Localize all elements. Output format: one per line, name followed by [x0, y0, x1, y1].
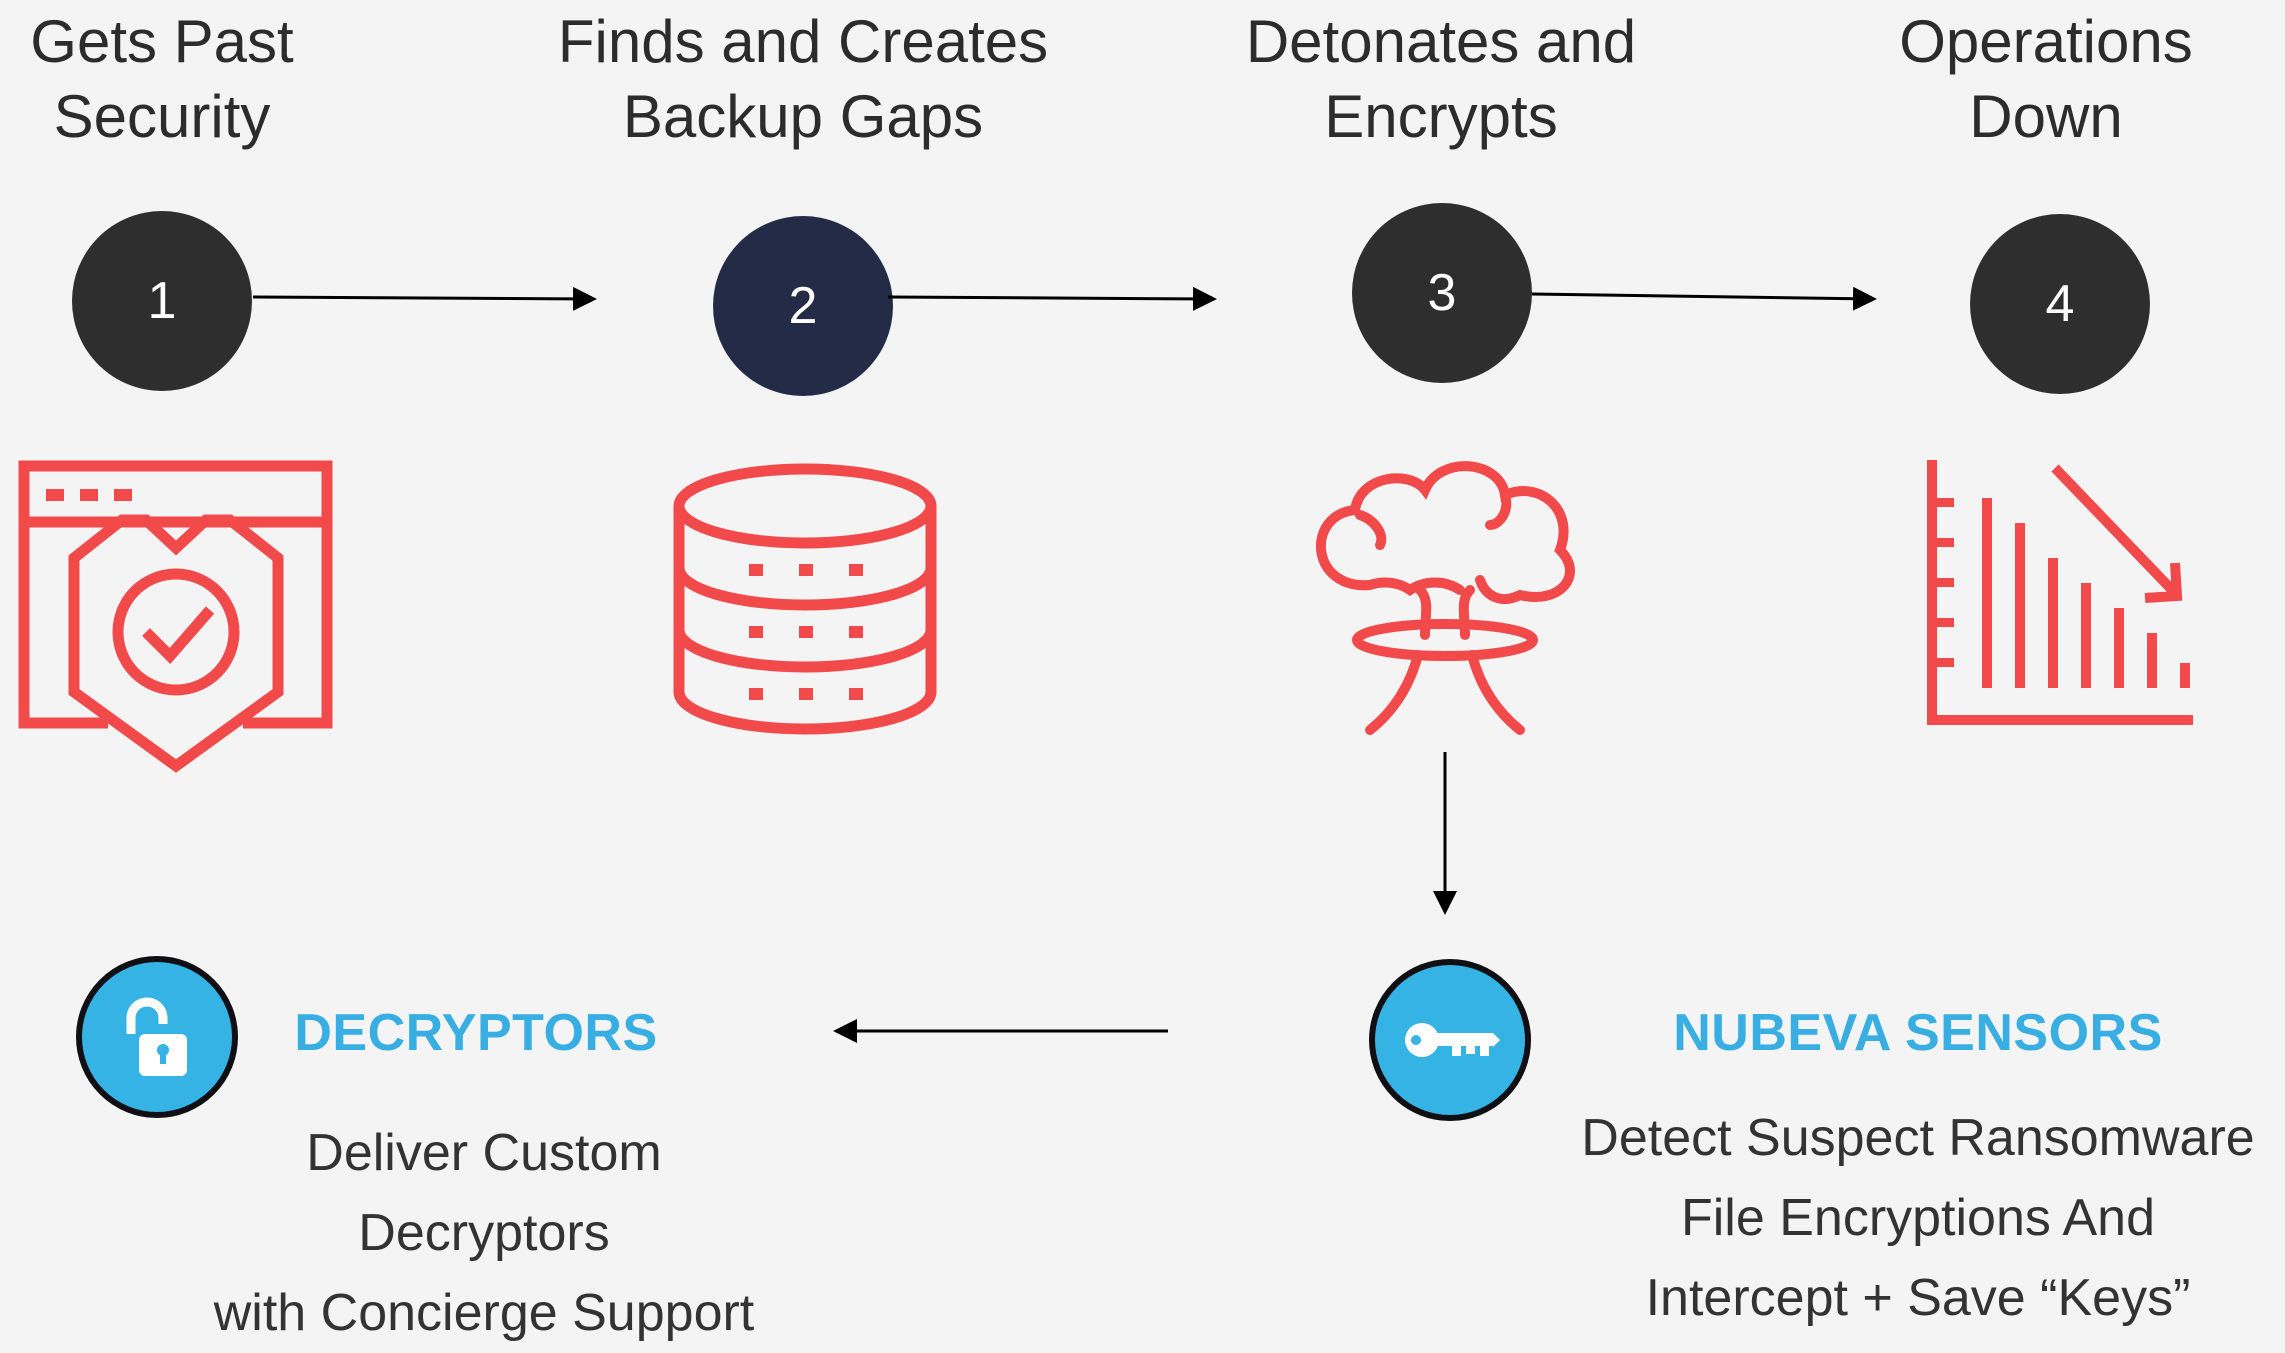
- decryptors-badge: [76, 956, 238, 1118]
- shield-check-browser-icon: [18, 460, 333, 773]
- database-icon: [673, 463, 937, 735]
- step-2-circle: 2: [713, 216, 893, 396]
- sensors-heading: NUBEVA SENSORS: [1673, 1004, 2163, 1062]
- arrow-3-to-4: [1531, 286, 1877, 311]
- step-3-circle: 3: [1352, 203, 1532, 383]
- key-icon: [1405, 1023, 1500, 1057]
- sensors-badge: [1369, 959, 1531, 1121]
- declining-chart-icon: [1927, 460, 2193, 725]
- stage-1-title: Gets Past Security: [30, 8, 294, 150]
- decryptors-heading: DECRYPTORS: [294, 1004, 658, 1062]
- explosion-icon: [1316, 461, 1575, 735]
- sensors-description: Detect Suspect Ransomware File Encryptio…: [1581, 1109, 2255, 1327]
- step-4-circle: 4: [1970, 214, 2150, 394]
- stage-2-title: Finds and Creates Backup Gaps: [557, 8, 1049, 150]
- step-1-circle: 1: [72, 211, 252, 391]
- decryptors-description: Deliver Custom Decryptors with Concierge…: [213, 1124, 755, 1342]
- stage-4-title: Operations Down: [1899, 8, 2193, 150]
- unlock-icon: [126, 997, 187, 1076]
- arrow-1-to-2: [252, 286, 597, 311]
- arrow-2-to-3: [887, 286, 1217, 311]
- stage-3-title: Detonates and Encrypts: [1245, 8, 1637, 150]
